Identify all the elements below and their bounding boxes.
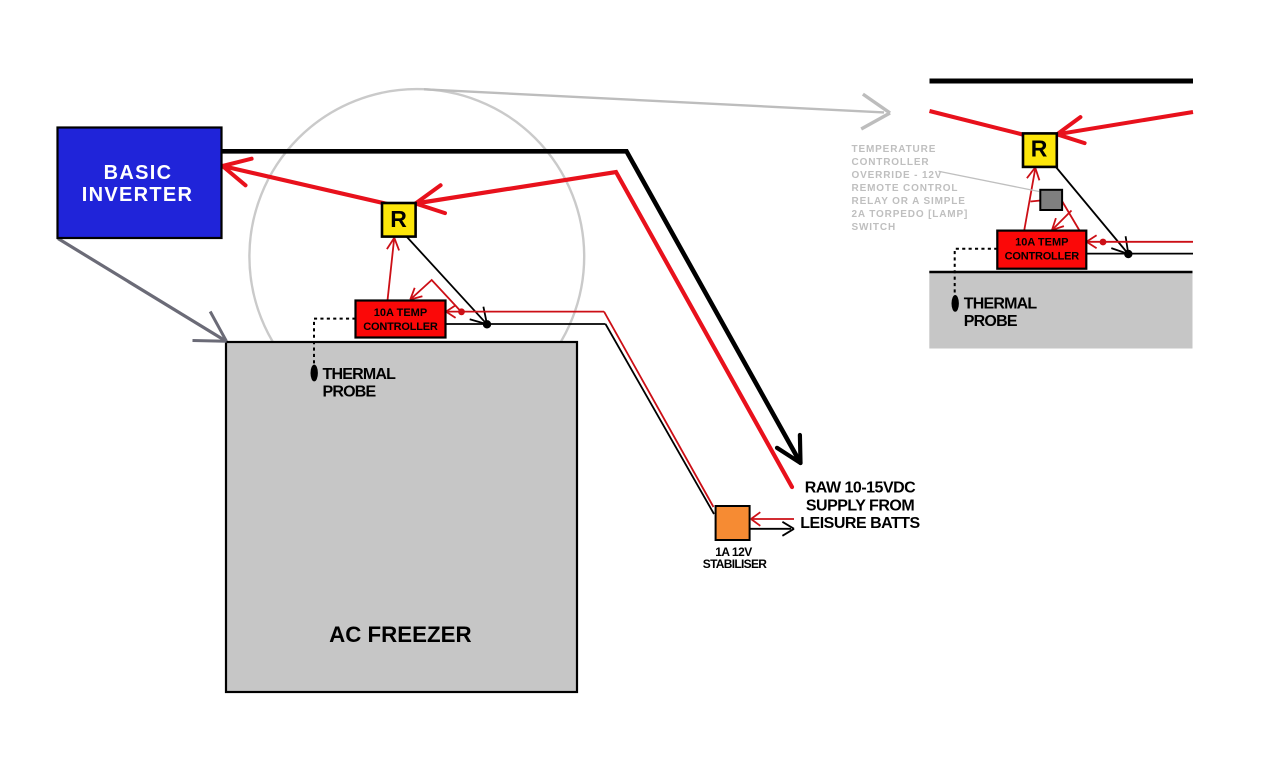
- svg-text:10A TEMP: 10A TEMP: [1015, 237, 1068, 249]
- svg-text:INVERTER: INVERTER: [82, 184, 194, 206]
- svg-text:CONTROLLER: CONTROLLER: [1005, 250, 1080, 262]
- svg-text:BASIC: BASIC: [104, 162, 173, 184]
- svg-text:LEISURE BATTS: LEISURE BATTS: [800, 515, 920, 532]
- svg-text:SWITCH: SWITCH: [852, 222, 897, 233]
- svg-text:R: R: [1031, 136, 1048, 162]
- svg-text:CONTROLLER: CONTROLLER: [363, 321, 438, 333]
- svg-text:SUPPLY FROM: SUPPLY FROM: [806, 497, 914, 514]
- svg-text:THERMAL: THERMAL: [323, 366, 397, 383]
- svg-text:PROBE: PROBE: [323, 384, 377, 401]
- svg-text:1A 12V: 1A 12V: [715, 545, 752, 559]
- svg-text:REMOTE CONTROL: REMOTE CONTROL: [852, 183, 959, 194]
- svg-text:OVERRIDE - 12V: OVERRIDE - 12V: [852, 170, 943, 181]
- svg-text:CONTROLLER: CONTROLLER: [852, 157, 930, 168]
- svg-text:2A TORPEDO [LAMP]: 2A TORPEDO [LAMP]: [852, 209, 969, 220]
- svg-text:10A TEMP: 10A TEMP: [374, 307, 427, 319]
- svg-text:R: R: [390, 206, 407, 232]
- svg-text:RAW 10-15VDC: RAW 10-15VDC: [805, 480, 916, 497]
- svg-text:THERMAL: THERMAL: [964, 296, 1038, 313]
- svg-text:RELAY OR A SIMPLE: RELAY OR A SIMPLE: [852, 196, 966, 207]
- svg-text:TEMPERATURE: TEMPERATURE: [852, 144, 937, 155]
- svg-text:STABILISER: STABILISER: [703, 557, 767, 571]
- svg-text:AC FREEZER: AC FREEZER: [329, 622, 471, 647]
- svg-text:PROBE: PROBE: [964, 313, 1018, 330]
